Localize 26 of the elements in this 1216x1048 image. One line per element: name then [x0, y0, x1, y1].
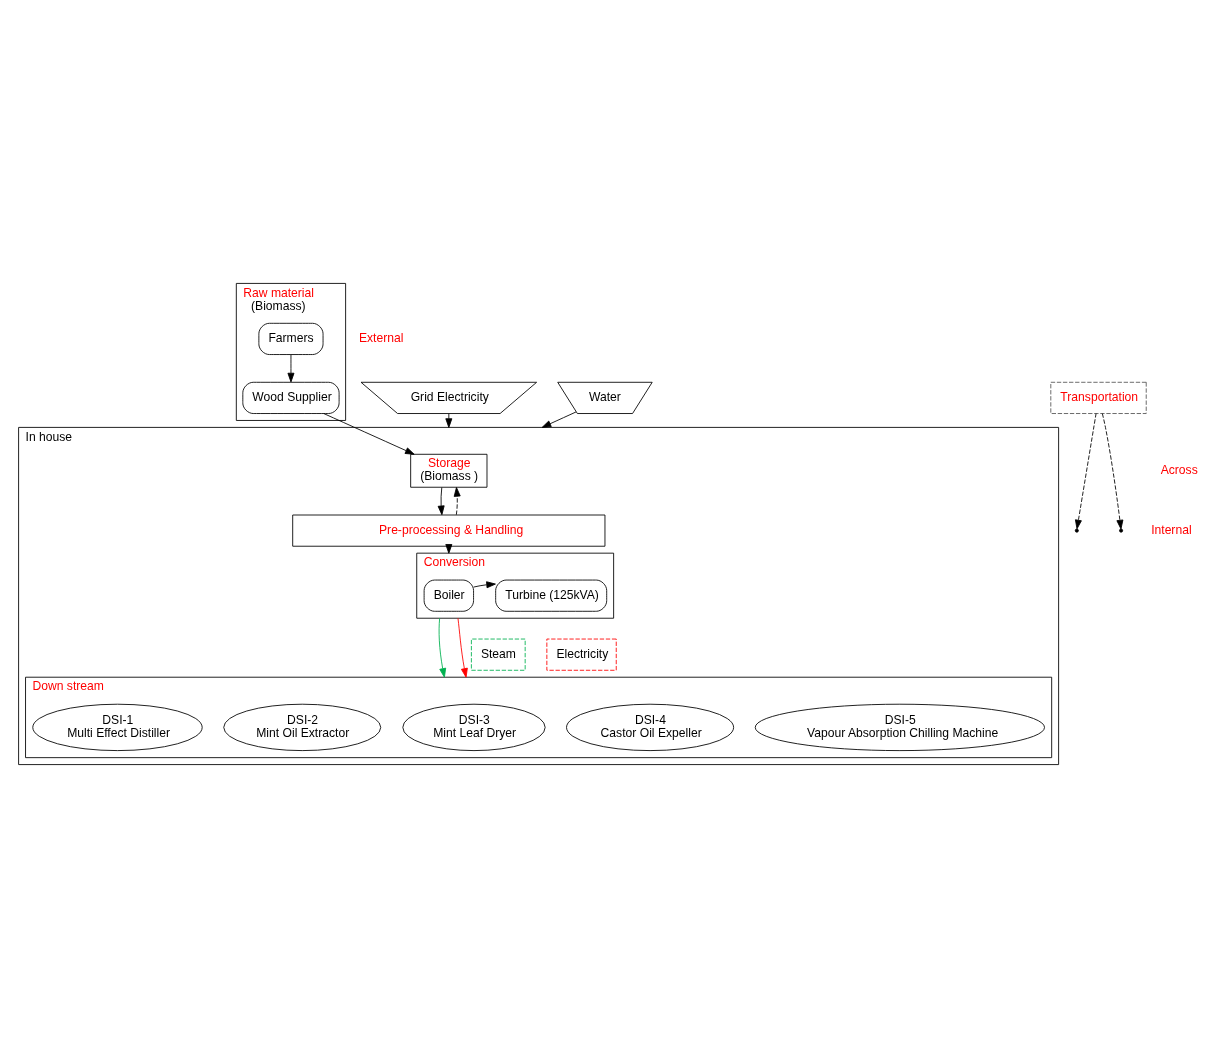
arrow	[1101, 413, 1124, 530]
arrow	[1074, 413, 1097, 530]
arrow	[473, 581, 496, 589]
arrow	[437, 487, 445, 516]
node-box: Wood Supplier	[242, 381, 340, 414]
node-ellipse: DSI-1 Multi Effect Distiller	[32, 703, 203, 752]
node-box: Turbine (125kVA)	[495, 579, 608, 612]
arrow	[445, 413, 453, 428]
label: External	[358, 331, 404, 346]
label: Internal	[1151, 522, 1192, 537]
node-ellipse: DSI-3 Mint Leaf Dryer	[402, 703, 546, 752]
node-box: Storage (Biomass )	[410, 453, 488, 488]
node-box: Boiler	[423, 579, 474, 612]
node-ellipse: DSI-5 Vapour Absorption Chilling Machine	[754, 703, 1045, 752]
node-box: Electricity	[546, 638, 617, 671]
arrow	[287, 354, 295, 383]
arrow	[457, 617, 468, 678]
label: Across	[1160, 462, 1198, 477]
node-ellipse: DSI-4 Castor Oil Expeller	[566, 703, 735, 752]
arrow	[453, 487, 461, 516]
node-box: Steam	[470, 638, 526, 671]
arrow	[438, 617, 447, 678]
arrow	[541, 411, 577, 428]
node-ellipse: DSI-2 Mint Oil Extractor	[223, 703, 382, 752]
node-box: Transportation	[1050, 381, 1147, 414]
node-box: Farmers	[258, 322, 324, 355]
